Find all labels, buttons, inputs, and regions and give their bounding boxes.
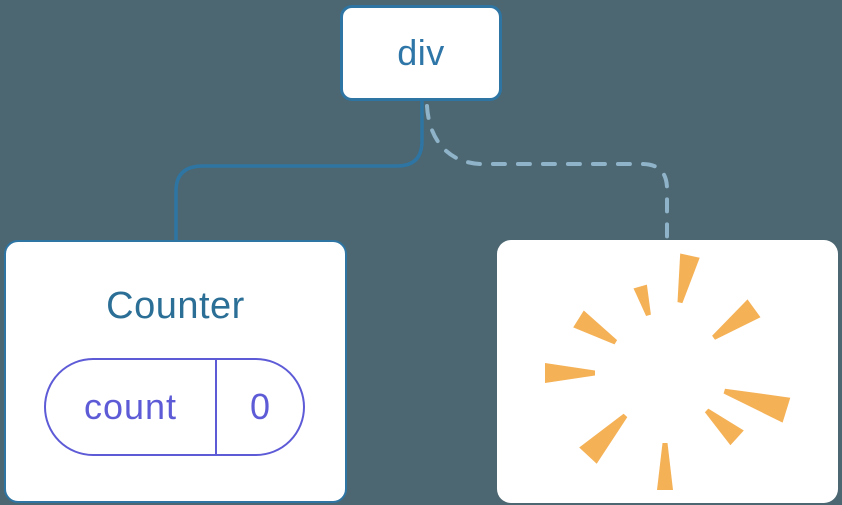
- tree-node-div: div: [340, 5, 502, 101]
- connector-dashed-line: [425, 104, 669, 242]
- state-value-label: 0: [249, 386, 271, 427]
- state-name-label: count: [83, 386, 178, 427]
- poof-ray: [633, 284, 651, 316]
- poof-ray: [723, 388, 791, 423]
- counter-title: Counter: [106, 285, 245, 327]
- removed-component-card: [497, 240, 838, 503]
- poof-ray: [677, 253, 700, 304]
- poof-ray: [704, 408, 744, 446]
- connector-solid-line: [174, 100, 424, 241]
- poof-ray: [657, 443, 673, 490]
- poof-starburst-icon: [545, 253, 791, 490]
- div-node-label: div: [397, 32, 445, 73]
- poof-ray: [573, 310, 618, 345]
- poof-ray: [545, 363, 595, 383]
- poof-ray: [579, 413, 628, 464]
- count-state-pill: count 0: [44, 358, 305, 456]
- counter-component-card: Counter count 0: [4, 240, 347, 503]
- poof-ray: [712, 299, 761, 340]
- state-pill-divider: [215, 360, 217, 454]
